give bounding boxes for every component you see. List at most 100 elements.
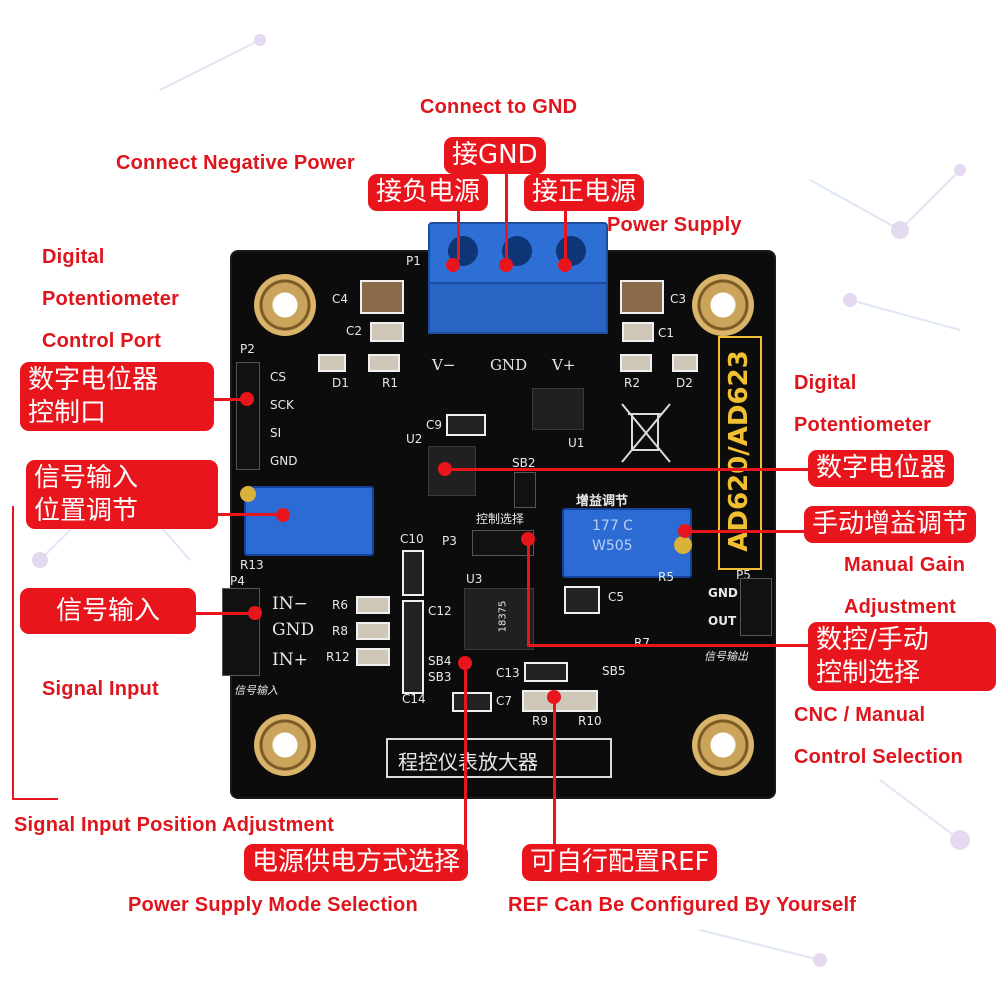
leader-signal-pos-bottom <box>12 798 58 800</box>
ref-p2: P2 <box>240 342 255 356</box>
resistor-r1 <box>368 354 400 372</box>
annotation-connect-gnd: Connect to GND <box>420 96 578 118</box>
weee-bin-icon <box>621 403 671 463</box>
marker-pot-port <box>240 392 254 406</box>
capacitor-c10 <box>402 550 424 596</box>
marker-power-mode <box>458 656 472 670</box>
gain-pot-screw <box>674 536 692 554</box>
chip-marking: 18375 <box>497 600 509 633</box>
leader-power-mode <box>464 664 467 848</box>
ref-c5: C5 <box>608 590 625 604</box>
ref-c12: C12 <box>428 604 452 618</box>
callout-signal-pos: 信号输入 位置调节 <box>26 460 218 529</box>
callout-power-mode: 电源供电方式选择 <box>244 844 469 881</box>
callout-gnd: 接GND <box>444 137 546 174</box>
leader-gnd <box>505 166 508 260</box>
leader-manual-gain <box>684 530 810 533</box>
label-vminus: V− <box>432 356 456 374</box>
ref-c14: C14 <box>402 692 426 706</box>
terminal-block-base <box>428 282 608 334</box>
ref-r1: R1 <box>382 376 398 390</box>
resistor-r6 <box>356 596 390 614</box>
ref-sb3: SB3 <box>428 670 452 684</box>
resistor-r8 <box>356 622 390 640</box>
annotation-manual-gain-1: Manual Gain <box>844 554 966 576</box>
mounting-hole-top-left <box>254 274 316 336</box>
annotation-signal-input: Signal Input <box>42 678 159 700</box>
leader-signal-input <box>194 612 254 615</box>
callout-manual-gain: 手动增益调节 <box>804 506 977 543</box>
ref-p3: P3 <box>442 534 457 548</box>
annotation-signal-pos-adj: Signal Input Position Adjustment <box>14 814 335 836</box>
ref-c4: C4 <box>332 292 349 306</box>
in-gnd-label: GND <box>272 620 315 640</box>
callout-pot-port-line2: 控制口 <box>28 397 107 428</box>
leader-digital-pot <box>448 468 810 471</box>
capacitor-c13 <box>524 662 568 682</box>
callout-digital-pot: 数字电位器 <box>808 450 955 487</box>
marker-gnd <box>499 258 513 272</box>
ref-sb5: SB5 <box>602 664 626 678</box>
pcb-board: P1 V− GND V+ C4 C2 D1 R1 C3 C1 R2 D2 AD6… <box>222 222 774 797</box>
annotation-pot-port-1: Digital <box>42 246 105 268</box>
annotation-manual-gain-2: Adjustment <box>844 596 956 618</box>
led-d2 <box>672 354 698 372</box>
out-gnd-label: GND <box>708 586 738 600</box>
leader-ref <box>553 698 556 848</box>
ref-p4: P4 <box>230 574 245 588</box>
manual-gain-potentiometer: 177 C W505 <box>562 508 692 578</box>
ref-r8: R8 <box>332 624 348 638</box>
annotation-cnc-1: CNC / Manual <box>794 704 926 726</box>
ref-r7: R7 <box>634 636 650 650</box>
marker-signal-pos <box>276 508 290 522</box>
leader-cnc-vertical <box>527 540 530 646</box>
regulator-u1 <box>532 388 584 430</box>
led-d1 <box>318 354 346 372</box>
callout-signal-input: 信号输入 <box>20 588 196 634</box>
signal-position-potentiometer <box>244 486 374 556</box>
annotation-digital-pot-1: Digital <box>794 372 857 394</box>
capacitor-c12-column <box>402 600 424 694</box>
label-vplus: V+ <box>552 356 576 374</box>
ref-r2: R2 <box>624 376 640 390</box>
ref-u3: U3 <box>466 572 483 586</box>
marker-positive <box>558 258 572 272</box>
ref-d1: D1 <box>332 376 349 390</box>
capacitor-c9 <box>446 414 486 436</box>
pot-screw <box>240 486 256 502</box>
out-out-label: OUT <box>708 614 737 628</box>
signal-out-silk: 信号输出 <box>704 650 748 663</box>
in-minus-label: IN− <box>272 594 308 614</box>
callout-pot-port-line1: 数字电位器 <box>28 365 159 395</box>
ref-d2: D2 <box>676 376 693 390</box>
ref-p1: P1 <box>406 254 421 268</box>
mounting-hole-top-right <box>692 274 754 336</box>
callout-cnc-line2: 控制选择 <box>816 657 921 688</box>
marker-cnc <box>521 532 535 546</box>
ref-sb2: SB2 <box>512 456 536 470</box>
ref-r13: R13 <box>240 558 264 572</box>
annotation-pot-port-3: Control Port <box>42 330 162 352</box>
annotation-cnc-2: Control Selection <box>794 746 963 768</box>
callout-pot-port: 数字电位器 控制口 <box>20 362 214 431</box>
ref-c1: C1 <box>658 326 675 340</box>
ref-r12: R12 <box>326 650 350 664</box>
callout-cnc: 数控/手动 控制选择 <box>808 622 996 691</box>
capacitor-c2 <box>370 322 404 342</box>
ref-sb4: SB4 <box>428 654 452 668</box>
leader-pot-port <box>198 398 246 401</box>
callout-signal-pos-line1: 信号输入 <box>34 463 139 493</box>
header-p2 <box>236 362 260 470</box>
marker-digital-pot <box>438 462 452 476</box>
resistor-r9-r10 <box>522 690 598 712</box>
capacitor-c1 <box>622 322 654 342</box>
resistor-r12 <box>356 648 390 666</box>
ref-r9: R9 <box>532 714 548 728</box>
pin-sck-label: SCK <box>270 398 294 412</box>
marker-manual-gain <box>678 524 692 538</box>
ref-c9: C9 <box>426 418 443 432</box>
ref-u1: U1 <box>568 436 585 450</box>
ref-c2: C2 <box>346 324 363 338</box>
annotation-pot-port-2: Potentiometer <box>42 288 180 310</box>
capacitor-c4 <box>360 280 404 314</box>
